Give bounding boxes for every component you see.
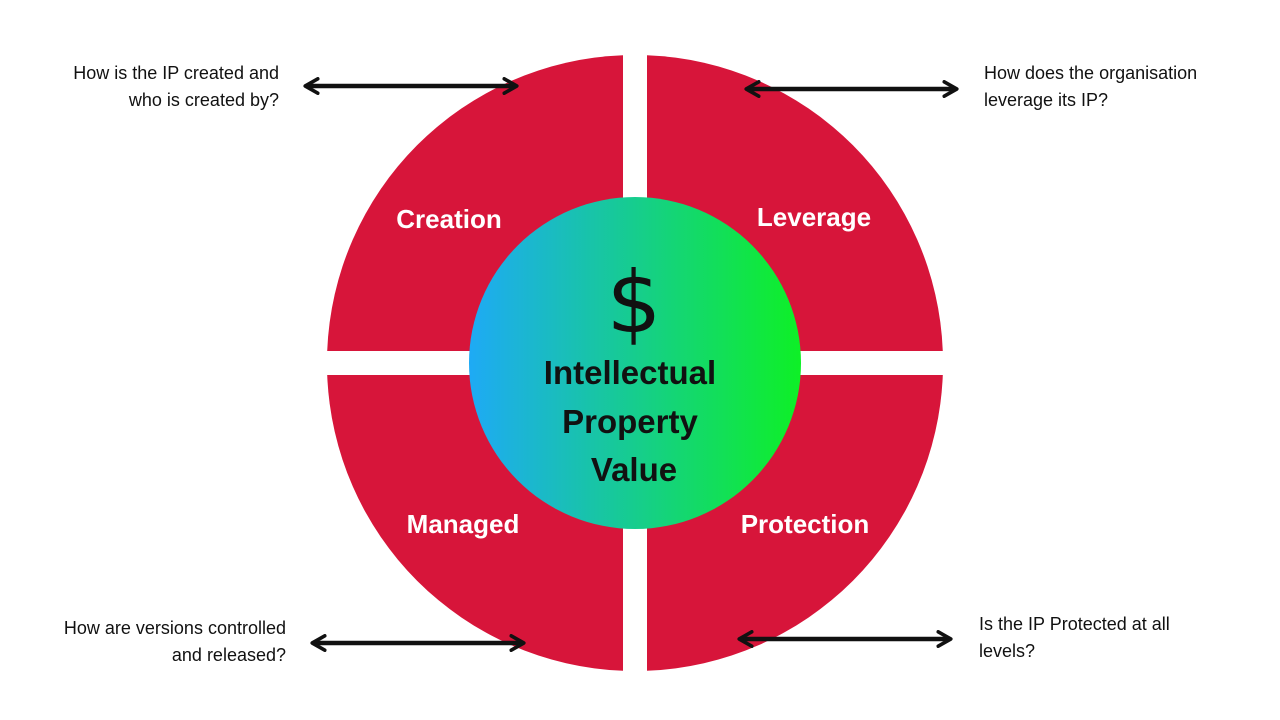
question-managed: How are versions controlled and released… xyxy=(64,615,286,669)
quadrant-label-creation: Creation xyxy=(396,204,501,234)
question-leverage-line-1: How does the organisation xyxy=(984,63,1198,83)
question-leverage-line-2: leverage its IP? xyxy=(984,90,1109,110)
quadrant-label-leverage: Leverage xyxy=(757,202,871,232)
question-creation-line-1: How is the IP created and xyxy=(73,63,279,83)
quadrant-label-managed: Managed xyxy=(407,509,520,539)
center-circle xyxy=(469,197,801,529)
question-protection: Is the IP Protected at all levels? xyxy=(979,611,1170,665)
center-title-line-2: Property xyxy=(562,403,698,440)
question-leverage: How does the organisation leverage its I… xyxy=(984,60,1197,114)
question-creation-line-2: who is created by? xyxy=(128,90,279,110)
dollar-icon: $ xyxy=(607,253,662,353)
center-title-line-1: Intellectual xyxy=(544,354,716,391)
quadrant-label-protection: Protection xyxy=(741,509,870,539)
question-protection-line-1: Is the IP Protected at all xyxy=(979,614,1170,634)
question-creation: How is the IP created and who is created… xyxy=(73,60,279,114)
question-managed-line-1: How are versions controlled xyxy=(63,618,286,638)
center-title-line-3: Value xyxy=(591,451,677,488)
question-managed-line-2: and released? xyxy=(171,645,286,665)
question-protection-line-2: levels? xyxy=(979,641,1036,661)
